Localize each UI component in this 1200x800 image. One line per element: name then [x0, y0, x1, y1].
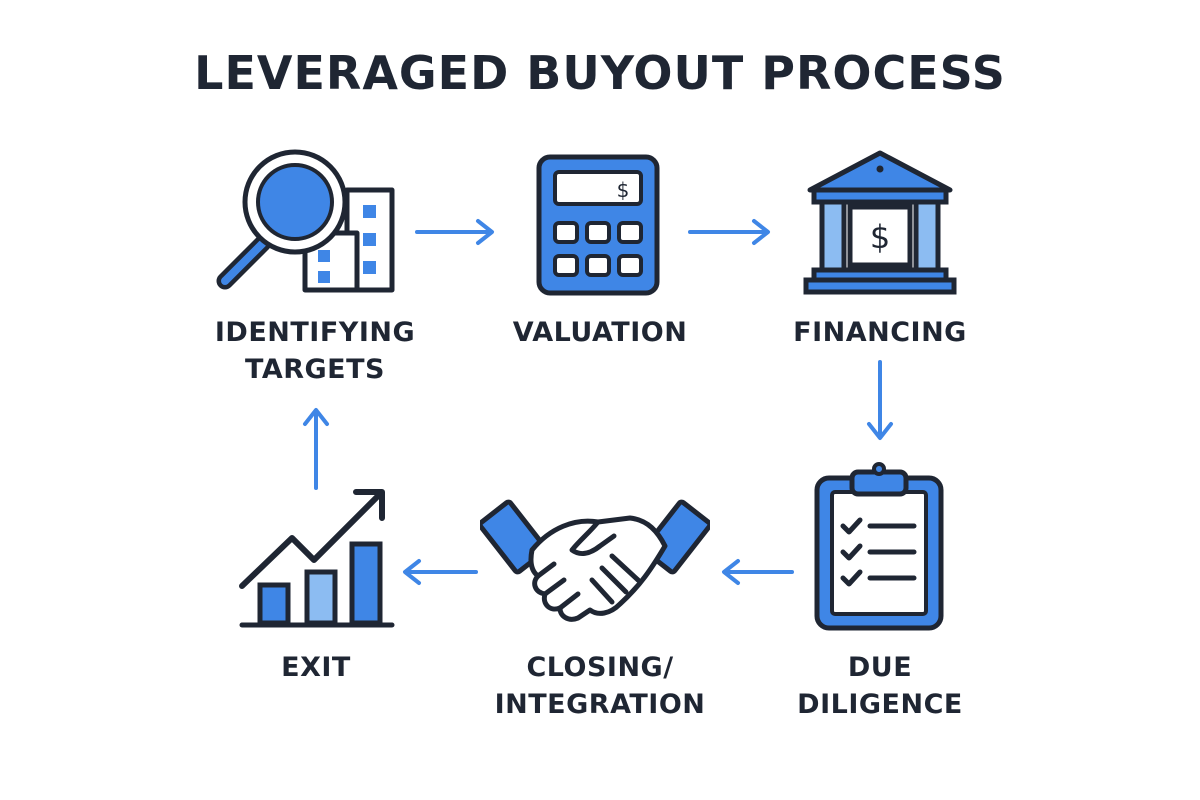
calculator-icon: $	[536, 154, 660, 296]
step-valuation: $	[535, 153, 665, 298]
arrow-valuation-to-financing	[688, 219, 770, 245]
arrow-due-diligence-to-closing	[722, 559, 794, 585]
magnifier-buildings-icon	[216, 149, 395, 293]
handshake-icon	[480, 499, 710, 622]
diagram-title: LEVERAGED BUYOUT PROCESS	[194, 46, 1006, 100]
bank-icon: $	[803, 150, 957, 295]
growth-chart-icon	[239, 489, 395, 628]
step-due-diligence	[812, 460, 947, 635]
label-closing-integration: CLOSING/INTEGRATION	[494, 652, 706, 720]
arrow-targets-to-valuation	[415, 219, 494, 245]
calculator-display-symbol: $	[617, 178, 630, 202]
bank-dollar-symbol: $	[870, 218, 890, 256]
arrow-financing-to-due-diligence	[867, 360, 893, 440]
step-financing: $	[800, 145, 960, 300]
clipboard-checklist-icon	[814, 462, 944, 631]
step-exit	[232, 480, 402, 635]
arrow-exit-to-targets	[303, 408, 329, 490]
label-financing: FINANCING	[793, 317, 967, 348]
label-exit: EXIT	[281, 652, 351, 683]
arrow-closing-to-exit	[403, 559, 478, 585]
step-identifying-targets	[205, 145, 405, 295]
step-closing-integration	[480, 488, 710, 628]
label-valuation: VALUATION	[512, 317, 688, 348]
